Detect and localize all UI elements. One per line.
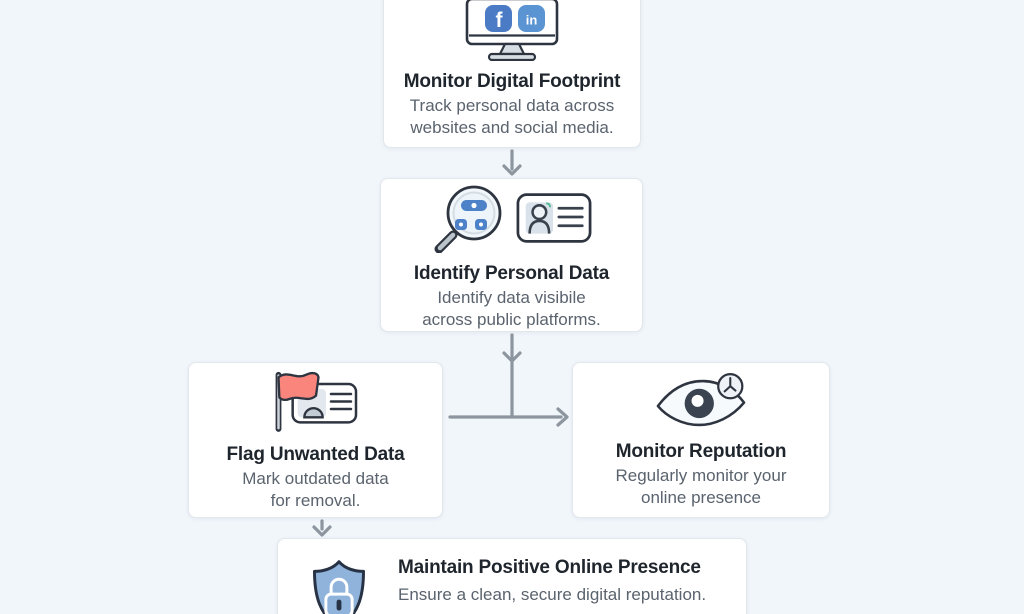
node-monitor-reputation: Monitor Reputation Regularly monitor you… (572, 362, 830, 518)
node-subtitle-line1: Mark outdated data (242, 469, 389, 488)
linkedin-glyph: in (526, 13, 538, 28)
shield-lock-icon (313, 560, 365, 614)
linkedin-icon (518, 5, 545, 32)
flag-card-icon (275, 371, 357, 432)
node-flag-unwanted-data: Flag Unwanted Data Mark outdated data fo… (188, 362, 443, 518)
connector-identify-to-branch (502, 333, 522, 418)
node-identify-personal-data: Identify Personal Data Identify data vis… (380, 178, 643, 332)
node-subtitle-line2: across public platforms. (422, 310, 601, 329)
node-subtitle-line1: Regularly monitor your (615, 466, 787, 485)
identify-icons (430, 183, 593, 253)
node-subtitle-line1: Identify data visibile (437, 288, 586, 307)
node-subtitle: Ensure a clean, secure digital reputatio… (398, 585, 707, 604)
facebook-glyph: f (496, 9, 504, 32)
node-subtitle-line2: for removal. (270, 491, 361, 510)
red-flag (276, 371, 320, 402)
id-card-icon (516, 193, 592, 243)
node-title: Monitor Digital Footprint (403, 71, 621, 92)
connector-branch-to-reputation (448, 407, 569, 427)
monitor-social-icon: f in (465, 0, 559, 61)
eye-clock-icon (656, 373, 746, 427)
connector-footprint-to-identify (502, 149, 522, 176)
node-title: Maintain Positive Online Presence (398, 557, 701, 578)
node-subtitle-line2: online presence (640, 488, 762, 507)
node-title: Monitor Reputation (615, 441, 787, 462)
node-subtitle-line2: websites and social media. (410, 118, 614, 137)
connector-flag-to-maintain (312, 519, 332, 537)
facebook-icon (485, 5, 512, 32)
node-subtitle-line1: Track personal data across (409, 96, 615, 115)
magnifier-data-icon (434, 185, 502, 253)
node-title: Flag Unwanted Data (226, 444, 405, 465)
node-maintain-positive-presence: Maintain Positive Online Presence Ensure… (277, 538, 747, 614)
node-monitor-digital-footprint: f in Monitor Digital Footprint Track per… (383, 0, 641, 148)
maintain-presence-text: Maintain Positive Online Presence Ensure… (398, 553, 706, 606)
node-title: Identify Personal Data (413, 263, 610, 284)
